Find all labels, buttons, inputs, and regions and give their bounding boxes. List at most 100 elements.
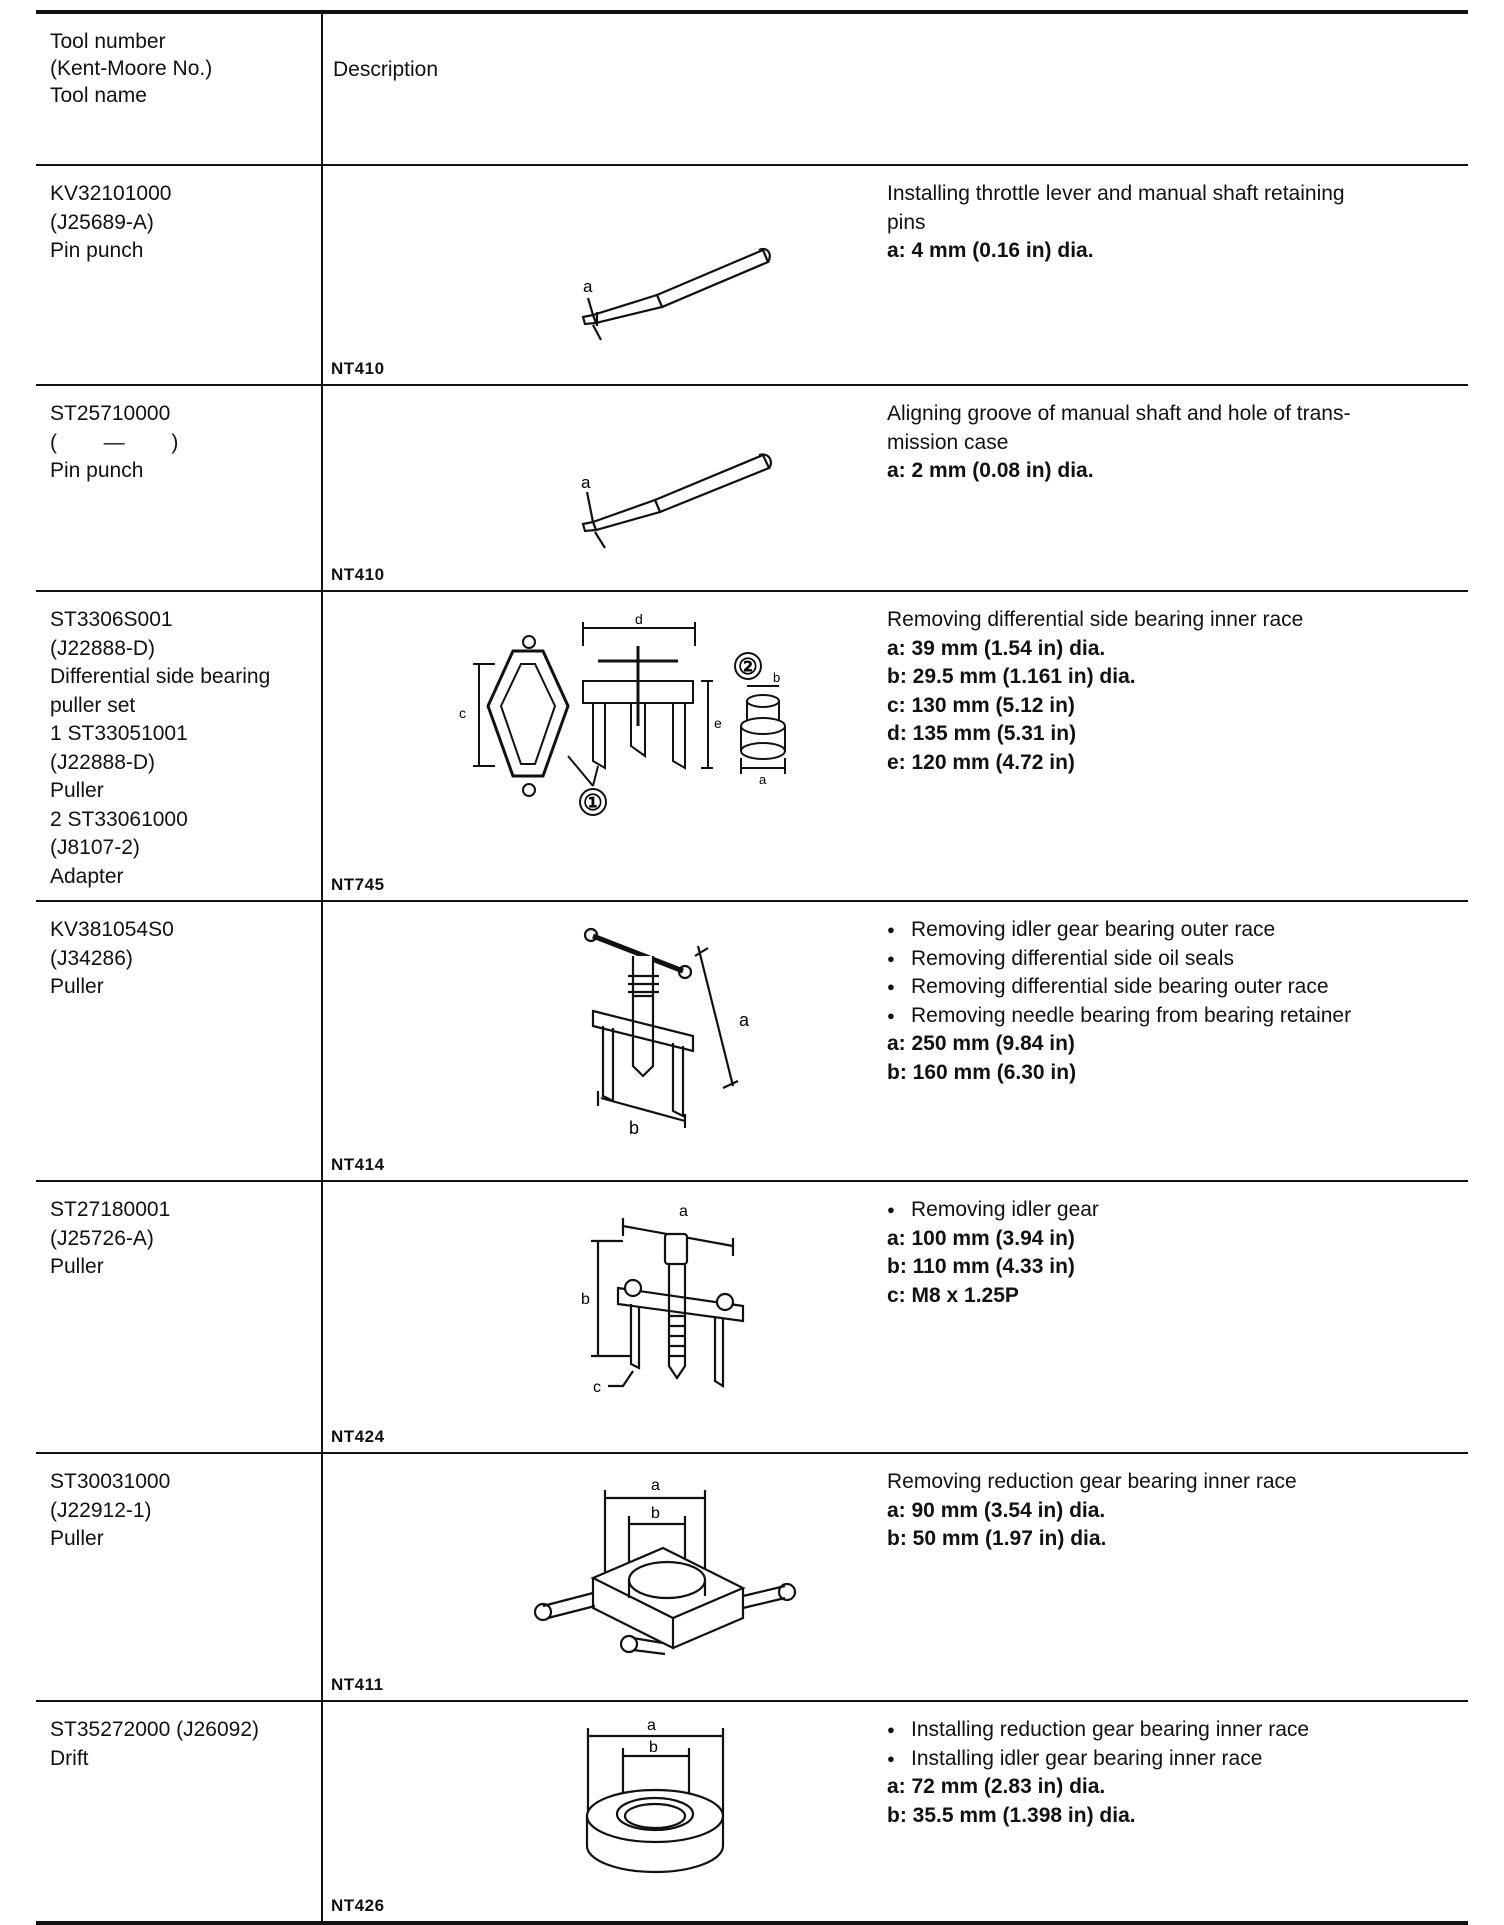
figure-label-e: e	[714, 715, 722, 731]
tool-number: ST27180001	[50, 1198, 171, 1221]
spec-line: a: 100 mm (3.94 in)	[887, 1226, 1075, 1250]
drift-figure: a b	[433, 1716, 873, 1896]
description-cell: a b c Removing idler gear a: 100 mm (3.9…	[321, 1181, 1468, 1454]
usage-text: Removing idler gear a: 100 mm (3.94 in) …	[887, 1196, 1447, 1310]
usage-bullet: Removing idler gear	[887, 1196, 1447, 1225]
figure-code: NT411	[331, 1675, 384, 1694]
pin-punch-figure: a	[433, 400, 873, 570]
spec-line: a: 2 mm (0.08 in) dia.	[887, 459, 1094, 482]
spec-line: c: 130 mm (5.12 in)	[887, 693, 1075, 717]
tool-name: Puller	[50, 1255, 104, 1278]
table-row: ST35272000 (J26092) Drift	[36, 1701, 1468, 1924]
figure-code: NT424	[331, 1427, 385, 1446]
figure-label-d: d	[635, 611, 643, 627]
kent-moore-number: (J25726-A)	[50, 1226, 154, 1250]
header-line: (Kent-Moore No.)	[50, 57, 213, 80]
tool-name: puller set	[50, 693, 136, 717]
part-number: 1 ST33051001	[50, 722, 188, 745]
spec-line: e: 120 mm (4.72 in)	[887, 750, 1075, 774]
usage-line: mission case	[887, 430, 1009, 454]
usage-bullet: Removing needle bearing from bearing ret…	[887, 1002, 1447, 1031]
kent-moore-number: (J22888-D)	[50, 750, 156, 774]
puller-figure: a b c	[433, 1196, 873, 1416]
description-cell: c d e a b ① ② Removing differential side…	[321, 591, 1468, 902]
part-name: Puller	[50, 779, 104, 802]
figure-label-c: c	[593, 1379, 601, 1396]
figure-label-b: b	[581, 1291, 590, 1308]
spec-line: b: 35.5 mm (1.398 in) dia.	[887, 1803, 1136, 1827]
tool-number: ST30031000	[50, 1470, 171, 1493]
spec-line: b: 29.5 mm (1.161 in) dia.	[887, 665, 1136, 688]
figure-code: NT410	[331, 565, 385, 584]
description-cell: a b Installing reduction gear bearing in…	[321, 1701, 1468, 1924]
description-cell: a Installing throttle lever and manual s…	[321, 165, 1468, 386]
figure-label-a: a	[759, 772, 767, 787]
tool-name: Pin punch	[50, 239, 144, 262]
figure-label-a: a	[679, 1203, 688, 1220]
usage-line: Aligning groove of manual shaft and hole…	[887, 402, 1351, 425]
table-header-row: Tool number (Kent-Moore No.) Tool name D…	[36, 12, 1468, 166]
tool-cell: ST25710000 ( — ) Pin punch	[36, 385, 322, 592]
usage-text: Removing differential side bearing inner…	[887, 606, 1447, 777]
tool-name: Pin punch	[50, 459, 144, 482]
description-cell: a Aligning groove of manual shaft and ho…	[321, 385, 1468, 592]
tool-name: Differential side bearing	[50, 665, 271, 688]
figure-label-b: b	[649, 1739, 658, 1756]
figure-label-b: b	[773, 670, 780, 685]
tool-cell: KV381054S0 (J34286) Puller	[36, 901, 322, 1182]
kent-moore-number: (J22912-1)	[50, 1498, 152, 1522]
spec-line: d: 135 mm (5.31 in)	[887, 722, 1077, 745]
figure-label-b: b	[651, 1505, 660, 1522]
usage-bullet: Installing reduction gear bearing inner …	[887, 1716, 1447, 1745]
part-number: 2 ST33061000	[50, 807, 188, 831]
tool-name: Drift	[50, 1746, 89, 1770]
table-row: ST27180001 (J25726-A) Puller	[36, 1181, 1468, 1454]
tool-name: Puller	[50, 1527, 104, 1550]
description-cell: a b Removing idler gear bearing outer ra…	[321, 901, 1468, 1182]
figure-code: NT410	[331, 359, 385, 378]
spec-line: a: 250 mm (9.84 in)	[887, 1032, 1075, 1055]
figure-label-a: a	[583, 277, 593, 296]
kent-moore-number: (J8107-2)	[50, 836, 140, 859]
figure-label-a: a	[651, 1477, 660, 1494]
usage-text: Removing idler gear bearing outer race R…	[887, 916, 1447, 1087]
figure-code: NT414	[331, 1155, 385, 1174]
figure-code: NT426	[331, 1896, 385, 1915]
figure-label-a: a	[739, 1010, 750, 1030]
tool-cell: ST3306S001 (J22888-D) Differential side …	[36, 591, 322, 902]
kent-moore-number: (J34286)	[50, 946, 133, 970]
usage-text: Removing reduction gear bearing inner ra…	[887, 1468, 1447, 1554]
tool-cell: ST27180001 (J25726-A) Puller	[36, 1181, 322, 1454]
tool-number: ST35272000 (J26092)	[50, 1718, 259, 1741]
usage-line: Removing reduction gear bearing inner ra…	[887, 1470, 1297, 1493]
tool-number: ST25710000	[50, 402, 171, 425]
table-row: ST25710000 ( — ) Pin punch	[36, 385, 1468, 592]
bearing-puller-set-figure: c d e a b ① ②	[433, 606, 873, 836]
tool-cell: KV32101000 (J25689-A) Pin punch	[36, 165, 322, 386]
usage-line: Installing throttle lever and manual sha…	[887, 182, 1345, 205]
spec-line: a: 39 mm (1.54 in) dia.	[887, 636, 1106, 660]
tool-name: Puller	[50, 975, 104, 998]
table-row: ST3306S001 (J22888-D) Differential side …	[36, 591, 1468, 902]
bearing-puller-figure: a b	[433, 1468, 873, 1668]
header-description-column: Description	[321, 12, 1468, 166]
part-callout-2: ②	[738, 654, 758, 679]
usage-text: Installing reduction gear bearing inner …	[887, 1716, 1447, 1830]
tool-cell: ST35272000 (J26092) Drift	[36, 1701, 322, 1924]
puller-figure: a b	[433, 916, 873, 1136]
spec-line: a: 4 mm (0.16 in) dia.	[887, 239, 1094, 262]
usage-bullet: Removing differential side bearing outer…	[887, 973, 1447, 1002]
description-cell: a b Removing reduction gear bearing inne…	[321, 1453, 1468, 1702]
kent-moore-number: ( — )	[50, 430, 179, 454]
tool-number: ST3306S001	[50, 608, 173, 631]
table-row: KV381054S0 (J34286) Puller	[36, 901, 1468, 1182]
part-callout-1: ①	[583, 790, 603, 815]
usage-line: Removing differential side bearing inner…	[887, 608, 1304, 631]
kent-moore-number: (J22888-D)	[50, 636, 156, 660]
table-row: ST30031000 (J22912-1) Puller	[36, 1453, 1468, 1702]
usage-text: Aligning groove of manual shaft and hole…	[887, 400, 1447, 486]
tool-cell: ST30031000 (J22912-1) Puller	[36, 1453, 322, 1702]
spec-line: a: 72 mm (2.83 in) dia.	[887, 1775, 1106, 1798]
spec-line: c: M8 x 1.25P	[887, 1283, 1019, 1307]
figure-label-c: c	[459, 705, 466, 721]
